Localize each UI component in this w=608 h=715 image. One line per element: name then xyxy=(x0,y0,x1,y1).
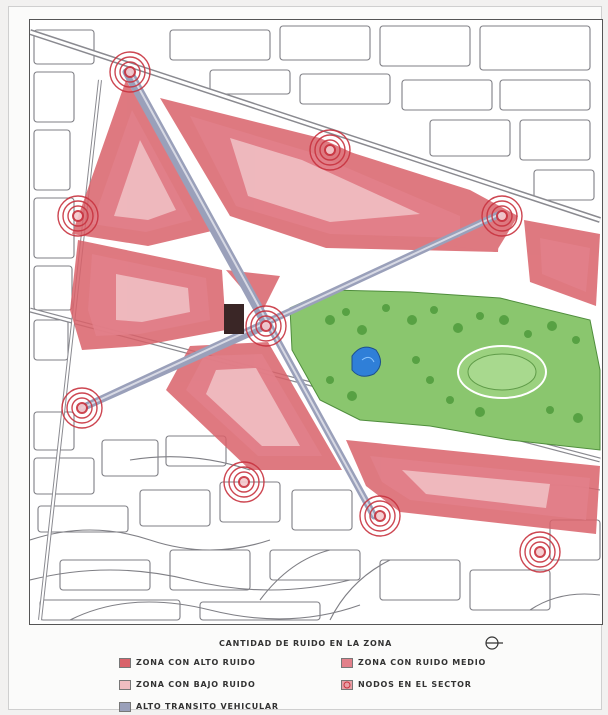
legend-label-medium-noise: ZONA CON RUIDO MEDIO xyxy=(358,658,487,667)
street-network xyxy=(30,25,601,621)
swatch-high-noise xyxy=(119,658,131,668)
city-blocks xyxy=(33,25,601,621)
noise-node xyxy=(57,195,99,237)
park-area xyxy=(289,289,601,451)
noise-node xyxy=(109,51,151,93)
park-trees xyxy=(325,304,583,423)
noise-node xyxy=(359,495,401,537)
map-sheet: CANTIDAD DE RUIDO EN LA ZONA ZONA CON AL… xyxy=(8,6,603,713)
noise-node xyxy=(481,195,523,237)
swatch-medium-noise xyxy=(341,658,353,668)
noise-node xyxy=(519,531,561,573)
swatch-nodes xyxy=(341,680,353,690)
noise-node xyxy=(309,129,351,171)
legend-label-low-noise: ZONA CON BAJO RUIDO xyxy=(136,680,256,689)
swatch-low-noise xyxy=(119,680,131,690)
noise-node xyxy=(61,387,103,429)
lake xyxy=(351,346,381,377)
legend-label-nodes: NODOS EN EL SECTOR xyxy=(358,680,472,689)
low-noise-zones xyxy=(114,138,550,508)
noise-node xyxy=(223,461,265,503)
node-swatch-icon xyxy=(343,681,351,689)
legend: CANTIDAD DE RUIDO EN LA ZONA ZONA CON AL… xyxy=(119,635,519,713)
noise-map[interactable] xyxy=(29,19,603,625)
legend-label-traffic: ALTO TRANSITO VEHICULAR xyxy=(136,702,279,711)
noise-nodes xyxy=(57,51,561,573)
legend-title: CANTIDAD DE RUIDO EN LA ZONA xyxy=(219,639,393,648)
central-building xyxy=(224,304,244,334)
north-arrow-icon xyxy=(485,636,503,650)
noise-zones xyxy=(70,80,600,534)
legend-label-high-noise: ZONA CON ALTO RUIDO xyxy=(136,658,256,667)
noise-node xyxy=(245,305,287,347)
traffic-avenues-inner xyxy=(81,71,501,517)
swatch-traffic xyxy=(119,702,131,712)
map-canvas xyxy=(30,25,601,621)
